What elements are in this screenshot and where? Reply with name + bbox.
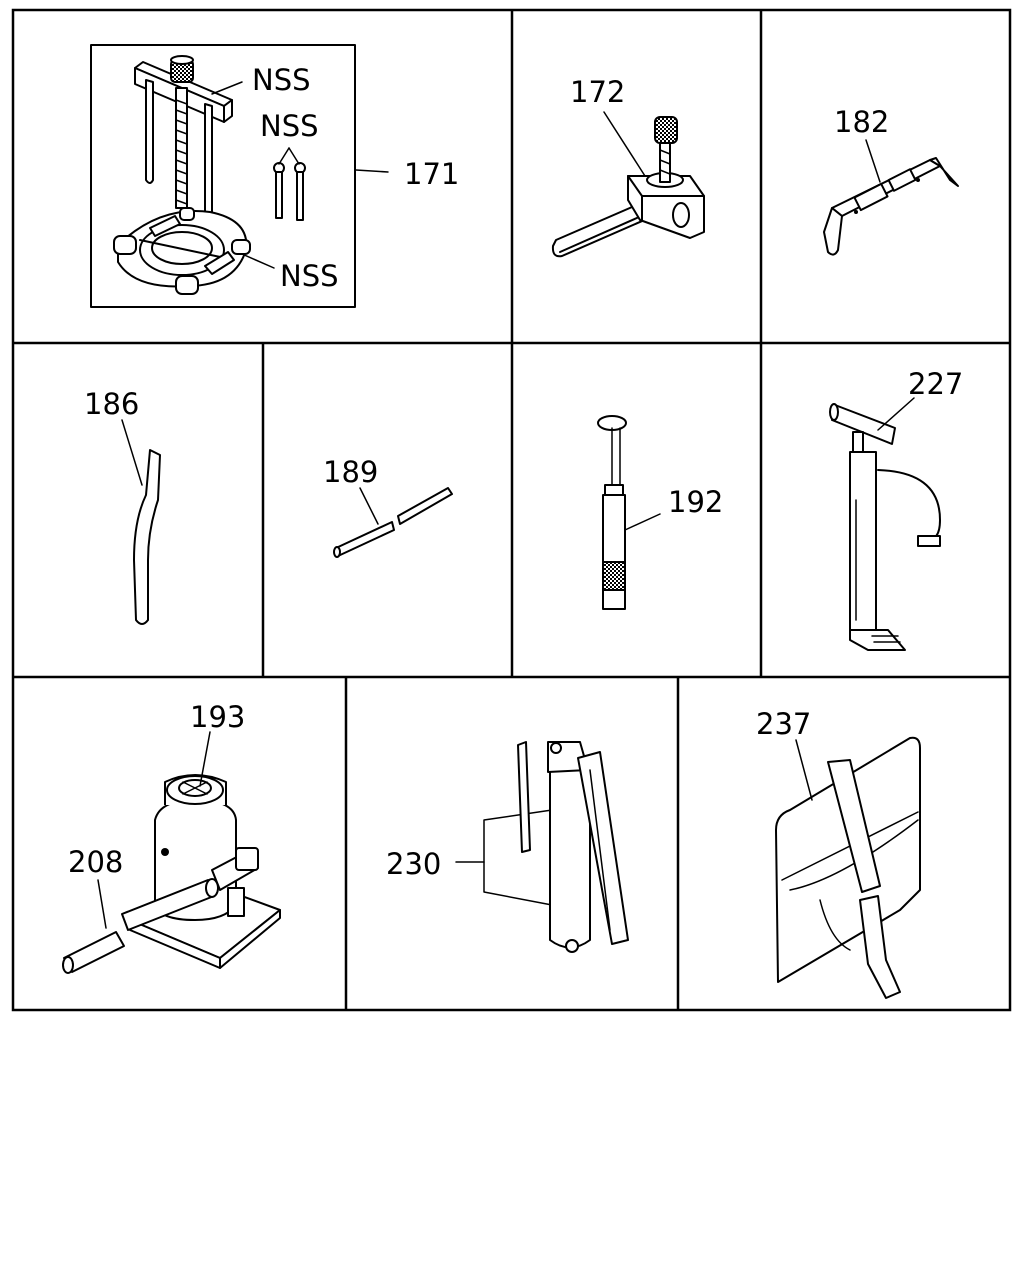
callout-171-nss-bottom: NSS bbox=[280, 259, 339, 293]
cell-171: NSS NSS NSS 171 bbox=[90, 44, 459, 308]
bottle-jack-drawing bbox=[62, 774, 281, 974]
callout-171-nss-mid: NSS bbox=[260, 109, 319, 143]
cell-192: 192 bbox=[597, 415, 723, 610]
cell-172: 172 bbox=[551, 75, 705, 258]
cell-227: 227 bbox=[829, 367, 963, 651]
callout-171-nss-top: NSS bbox=[252, 63, 311, 97]
callout-172: 172 bbox=[570, 75, 625, 109]
pump-drawing bbox=[829, 403, 941, 651]
callout-193: 193 bbox=[190, 700, 245, 734]
cell-186: 186 bbox=[84, 387, 161, 625]
callout-208: 208 bbox=[68, 845, 123, 879]
grid-frame bbox=[11, 8, 1012, 1012]
callout-182: 182 bbox=[834, 105, 889, 139]
grease-gun-drawing bbox=[483, 741, 629, 953]
kit-box bbox=[90, 44, 356, 308]
callout-186: 186 bbox=[84, 387, 139, 421]
bracket-drawing bbox=[823, 157, 959, 256]
tool-bag-drawing bbox=[775, 736, 921, 999]
extension-bar-drawing bbox=[333, 487, 453, 558]
bearing-puller-drawing bbox=[113, 55, 306, 295]
cell-193: 193 208 bbox=[62, 700, 281, 974]
callout-230: 230 bbox=[386, 847, 441, 881]
callout-237: 237 bbox=[756, 707, 811, 741]
clamp-tool-drawing bbox=[551, 116, 705, 258]
callout-192: 192 bbox=[668, 485, 723, 519]
callout-227: 227 bbox=[908, 367, 963, 401]
grease-tester-drawing bbox=[597, 415, 627, 610]
callout-171: 171 bbox=[404, 157, 459, 191]
cell-189: 189 bbox=[323, 455, 453, 558]
pry-bar-drawing bbox=[133, 449, 161, 625]
cell-182: 182 bbox=[823, 105, 959, 256]
cell-230: 230 bbox=[386, 741, 629, 953]
callout-189: 189 bbox=[323, 455, 378, 489]
cell-237: 237 bbox=[756, 707, 921, 999]
